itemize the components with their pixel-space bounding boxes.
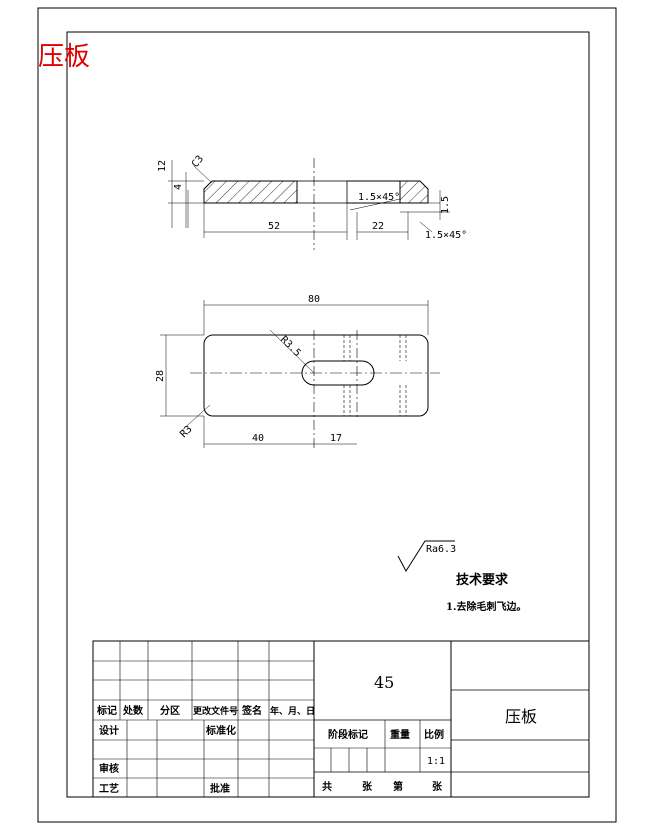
corner-title: 压板 bbox=[38, 42, 90, 72]
label-approve: 批准 bbox=[210, 782, 230, 795]
section-view bbox=[168, 158, 450, 250]
label-weight: 重量 bbox=[390, 728, 410, 741]
dim-40: 40 bbox=[252, 433, 264, 444]
roughness-value: Ra6.3 bbox=[426, 544, 456, 555]
requirements-title: 技术要求 bbox=[456, 572, 509, 588]
header-sign: 签名 bbox=[241, 704, 262, 717]
slot-outline bbox=[296, 180, 348, 204]
dim-chamfer-a: 1.5×45° bbox=[358, 192, 400, 203]
slot-plan bbox=[301, 360, 375, 386]
dim-4: 4 bbox=[173, 184, 184, 190]
label-total: 共 bbox=[322, 780, 332, 793]
dim-17: 17 bbox=[330, 433, 342, 444]
dim-chamfer-b: 1.5×45° bbox=[425, 230, 467, 241]
section-hatch-left bbox=[203, 180, 298, 204]
dim-r3-5: R3.5 bbox=[278, 334, 303, 359]
dim-1-5: 1.5 bbox=[440, 196, 451, 214]
inner-frame bbox=[66, 31, 590, 798]
dim-80: 80 bbox=[308, 294, 320, 305]
title-block bbox=[92, 640, 590, 798]
dim-r3: R3 bbox=[178, 424, 194, 440]
part-name: 压板 bbox=[505, 707, 537, 726]
label-scale: 比例 bbox=[424, 728, 444, 741]
plan-view bbox=[160, 300, 440, 450]
material-value: 45 bbox=[374, 673, 394, 692]
roughness-symbol bbox=[397, 540, 455, 572]
label-stage-mark: 阶段标记 bbox=[328, 728, 368, 741]
header-date: 年、月、日 bbox=[270, 705, 315, 717]
label-process: 工艺 bbox=[99, 782, 119, 795]
section-hatch-right bbox=[399, 180, 429, 204]
outer-frame bbox=[37, 7, 617, 823]
header-change-doc: 更改文件号 bbox=[193, 705, 238, 717]
header-count: 处数 bbox=[122, 704, 144, 717]
dim-28: 28 bbox=[155, 370, 166, 382]
label-design: 设计 bbox=[99, 724, 119, 737]
label-standardize: 标准化 bbox=[205, 724, 236, 737]
label-review: 审核 bbox=[99, 762, 119, 775]
header-mark: 标记 bbox=[96, 704, 117, 717]
scale-value: 1:1 bbox=[427, 756, 445, 767]
plate-outline bbox=[203, 334, 429, 417]
dim-52: 52 bbox=[268, 221, 280, 232]
label-sheets-1: 张 bbox=[362, 780, 373, 793]
dim-22: 22 bbox=[372, 221, 384, 232]
header-zone: 分区 bbox=[160, 704, 180, 717]
requirement-1: 1.去除毛刺飞边。 bbox=[446, 600, 526, 613]
dim-12: 12 bbox=[157, 160, 168, 172]
dim-c3: C3 bbox=[190, 154, 206, 170]
label-sheet-no: 第 bbox=[393, 780, 403, 793]
label-sheets-2: 张 bbox=[432, 780, 443, 793]
